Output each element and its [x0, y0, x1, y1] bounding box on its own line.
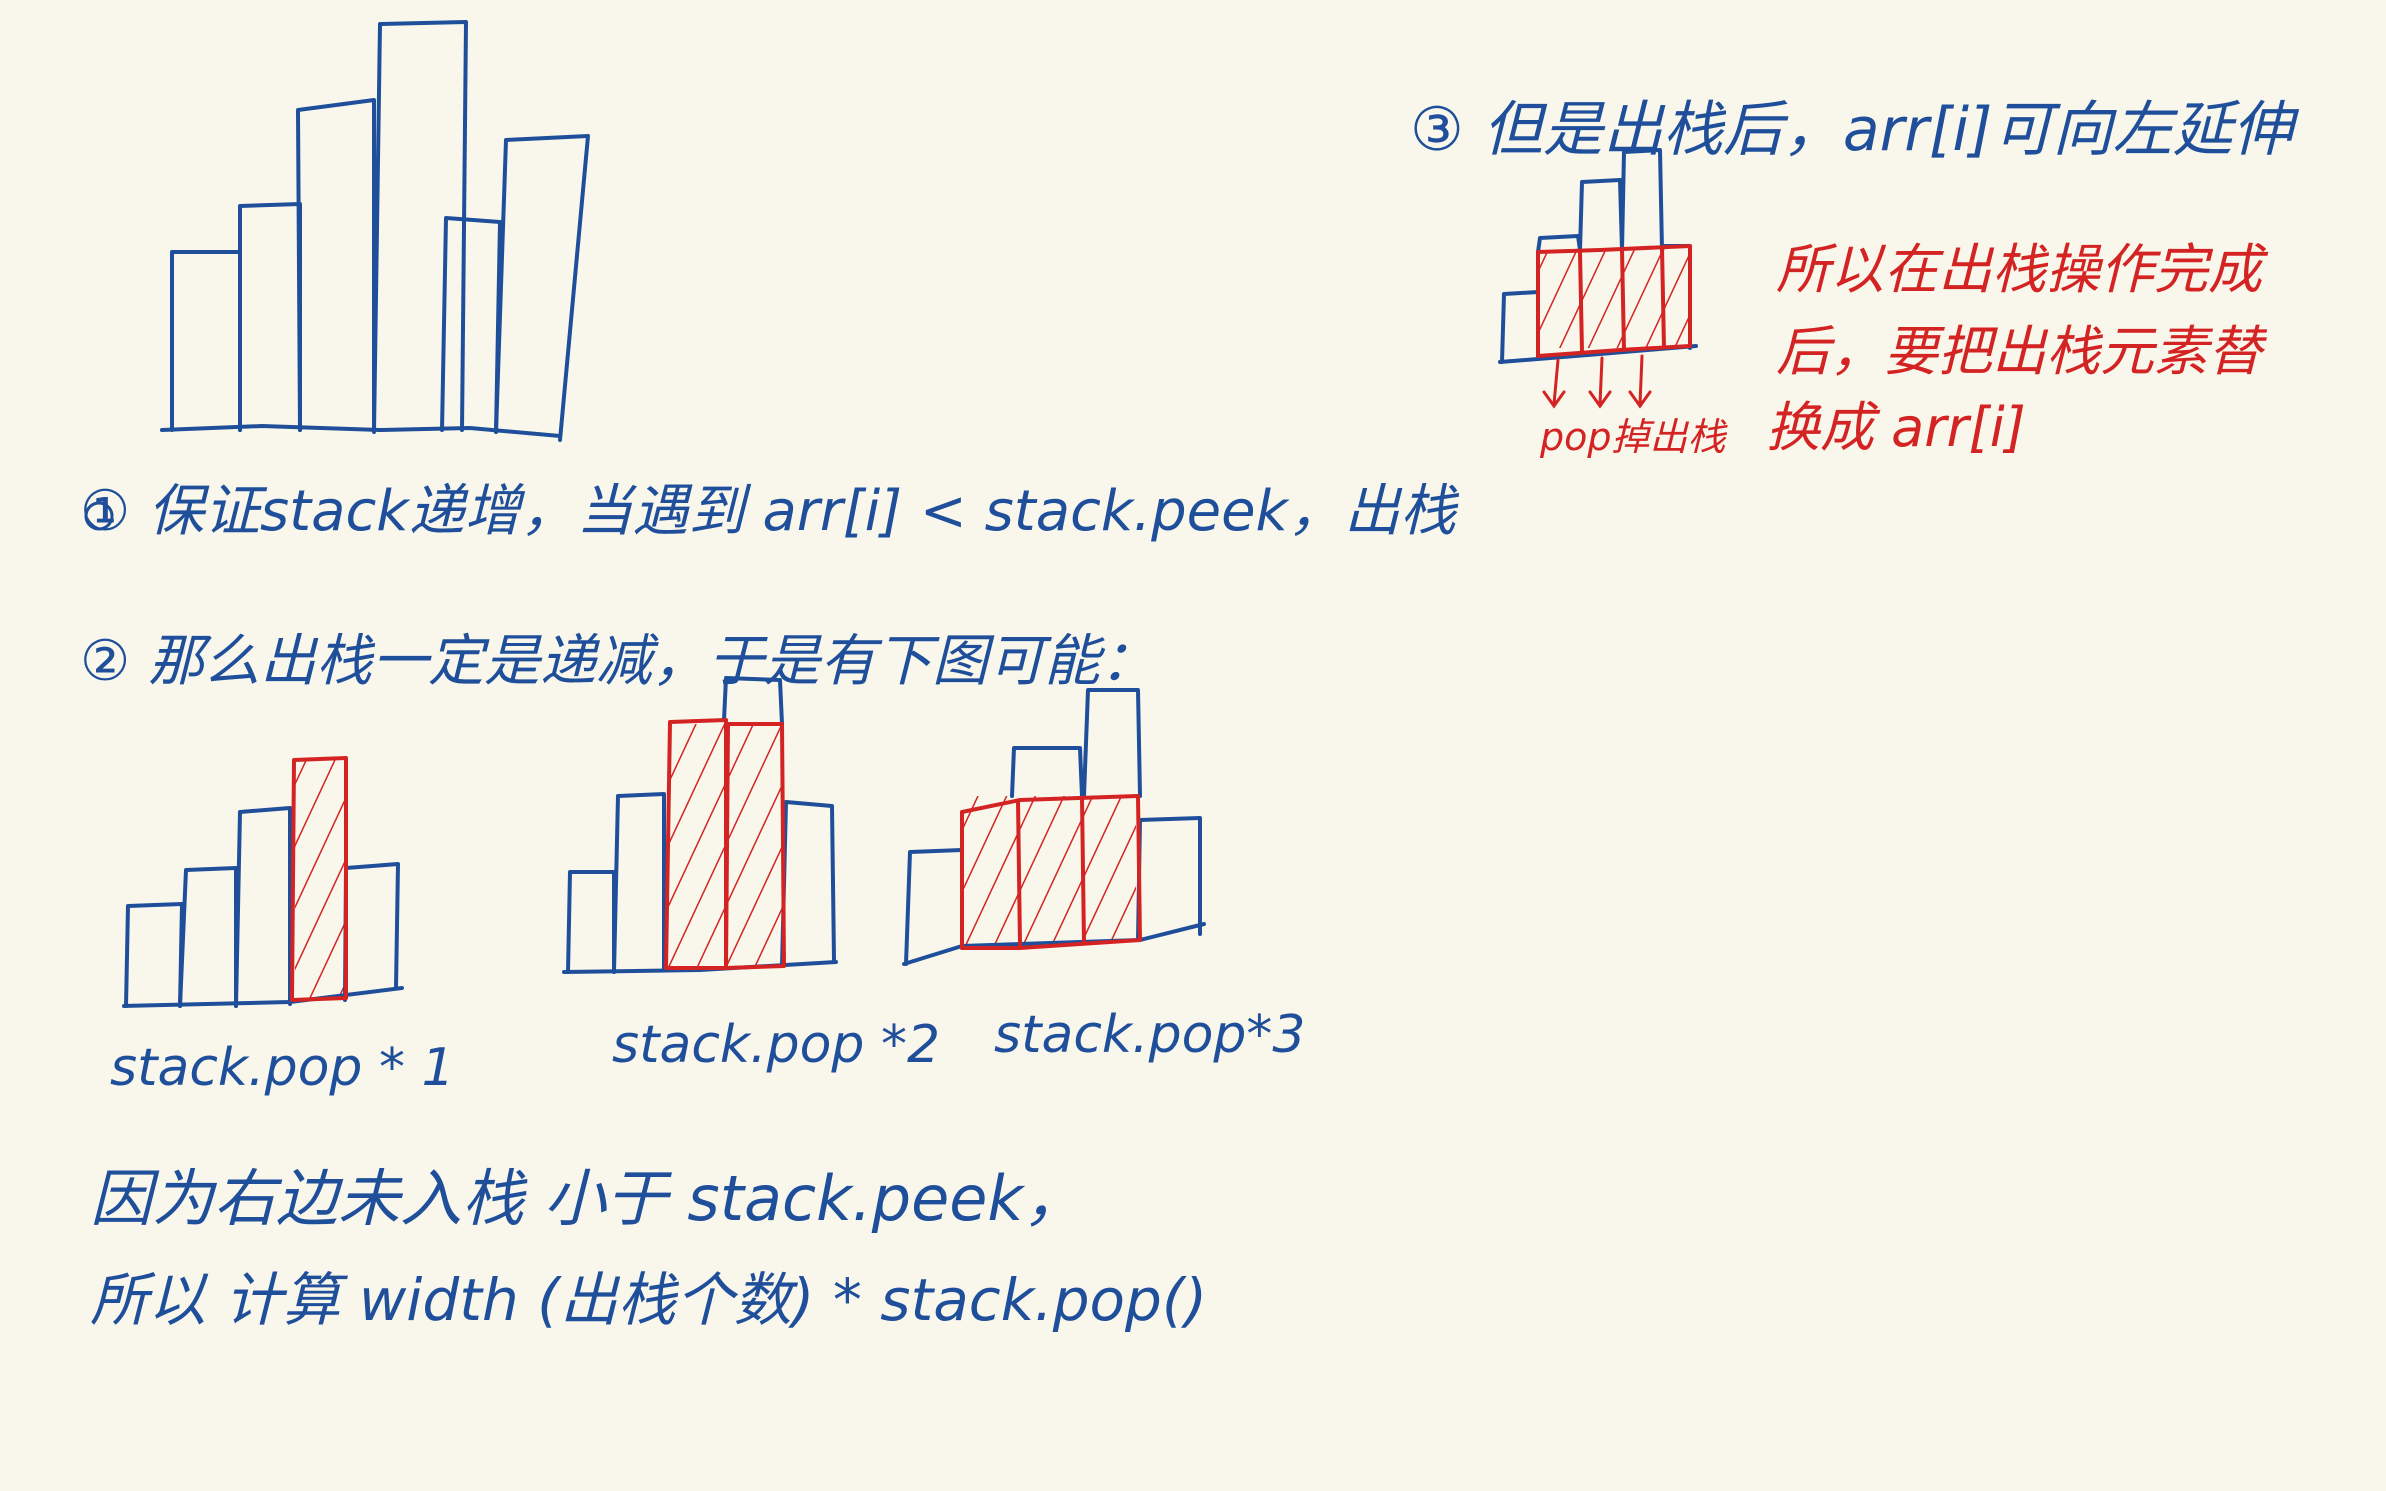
bar: [343, 862, 400, 1002]
pop-note: pop掉出栈: [1539, 415, 1728, 459]
down-arrow-icon: [1542, 358, 1566, 409]
example-pop-3: stack.pop*3: [902, 688, 1306, 1065]
bar: [566, 870, 616, 974]
note-2: ② 那么出栈一定是递减，于是有下图可能：: [80, 629, 1156, 694]
down-arrow-icon: [1588, 356, 1612, 409]
conclusion-line-1: 因为右边未入栈 小于 stack.peek，: [90, 1162, 1085, 1235]
red-note-line-1: 所以在出栈操作完成: [1776, 238, 2269, 301]
down-arrow-icon: [1628, 354, 1652, 409]
histogram-baseline: [160, 424, 562, 438]
bar: [1500, 290, 1540, 364]
bar: [1620, 148, 1664, 252]
bar: [124, 902, 184, 1008]
popped-divider: [1080, 797, 1086, 945]
note-3: ③ 但是出栈后，arr[i]可向左延伸: [1410, 95, 2299, 165]
histogram-bar: [372, 20, 468, 434]
popped-region-outline: [1536, 244, 1692, 358]
top-histogram: [160, 20, 590, 442]
popped-divider: [1620, 249, 1626, 351]
note-1-text: ① 保证stack递增，当遇到 arr[i] < stack.peek，出栈: [80, 479, 1460, 544]
bar: [780, 800, 836, 968]
pop-arrows: [1542, 354, 1652, 409]
histogram-bar: [296, 98, 376, 432]
popped-divider: [1660, 247, 1666, 349]
histogram-bar: [238, 202, 302, 432]
note-2-text: ② 那么出栈一定是递减，于是有下图可能：: [80, 629, 1156, 694]
bar: [234, 806, 292, 1008]
popped-bar-outline: [664, 718, 728, 970]
popped-bar-fill: [295, 760, 345, 998]
bar: [612, 792, 666, 974]
popped-bar-outline: [290, 756, 348, 1002]
red-note-line-2: 后，要把出栈元素替: [1776, 320, 2268, 383]
conclusion-line-2: 所以 计算 width (出栈个数) * stack.pop(): [90, 1266, 1207, 1334]
conclusion: 因为右边未入栈 小于 stack.peek， 所以 计算 width (出栈个数…: [90, 1162, 1207, 1334]
example-pop-1: stack.pop * 1: [110, 756, 455, 1098]
caption-1: stack.pop * 1: [110, 1038, 455, 1098]
bar: [178, 866, 238, 1008]
histogram-bar: [494, 134, 590, 442]
bar: [722, 676, 784, 726]
histogram-bar: [170, 250, 242, 432]
caption-2: stack.pop *2: [612, 1015, 940, 1075]
baseline: [902, 922, 1206, 966]
popped-bar-outline: [724, 722, 786, 970]
bar: [1010, 746, 1084, 798]
note-3-text: ③ 但是出栈后，arr[i]可向左延伸: [1410, 95, 2299, 165]
popped-bar-fill: [964, 796, 1136, 944]
bar: [1578, 178, 1624, 252]
example-extend-left: pop掉出栈: [1498, 148, 1728, 459]
popped-region-outline: [960, 794, 1142, 950]
note-1: ① 保证stack递增，当遇到 arr[i] < stack.peek，出栈: [80, 479, 1460, 544]
popped-bar-fill: [1540, 250, 1688, 348]
baseline: [122, 986, 404, 1008]
bar: [1082, 688, 1142, 798]
red-explanation: 所以在出栈操作完成 后，要把出栈元素替 换成 arr[i]: [1766, 238, 2269, 459]
example-pop-2: stack.pop *2: [562, 676, 940, 1075]
histogram-bar: [440, 216, 502, 434]
red-note-line-3: 换成 arr[i]: [1766, 396, 2026, 459]
caption-3: stack.pop*3: [994, 1005, 1306, 1065]
popped-divider: [1016, 799, 1022, 947]
bar: [1136, 816, 1202, 942]
popped-divider: [1578, 251, 1584, 353]
